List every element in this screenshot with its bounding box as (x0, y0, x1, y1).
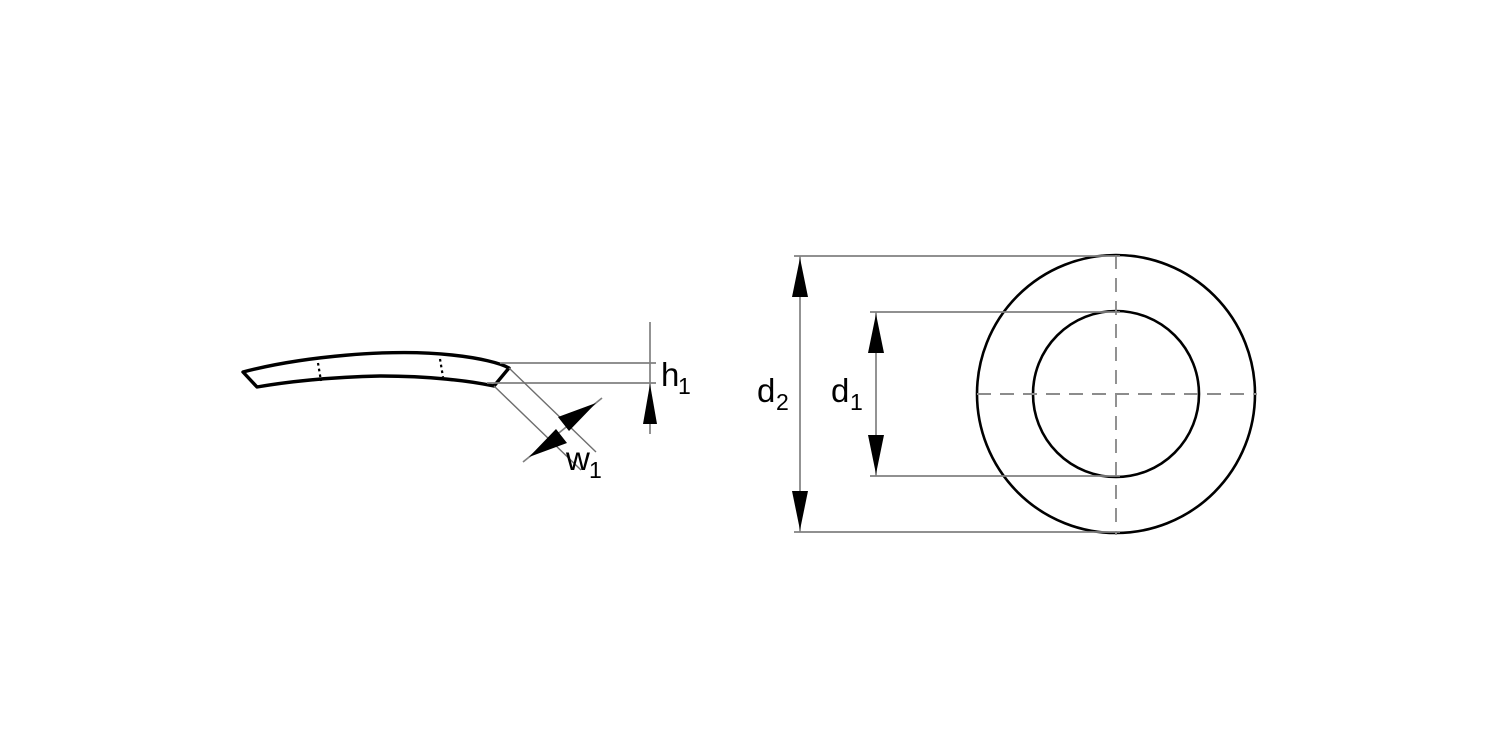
h1-label-symbol: h (661, 356, 679, 393)
h1-label-subscript: 1 (678, 373, 691, 399)
w1-label-symbol: w (565, 440, 590, 477)
h1-label-group: h 1 (661, 356, 691, 399)
d1-label-group: d 1 (831, 372, 863, 415)
d1-label-symbol: d (831, 372, 849, 409)
d2-arrowhead-bottom (792, 491, 808, 530)
d2-label-subscript: 2 (776, 389, 789, 415)
h1-arrowhead (643, 384, 657, 424)
w1-leader-line-lower (493, 385, 582, 471)
d1-arrowhead-bottom (868, 435, 884, 474)
hidden-edge-tick-right (438, 358, 445, 378)
d2-label-group: d 2 (757, 372, 789, 415)
washer-profile-outline (241, 350, 511, 389)
w1-label-group: w 1 (565, 440, 602, 483)
d2-label-symbol: d (757, 372, 775, 409)
w1-arrowhead-lower-left (529, 429, 567, 457)
side-view-group: h 1 w 1 (241, 322, 691, 483)
w1-arrowhead-upper-right (558, 403, 596, 431)
plan-view-group: d 2 d 1 (757, 253, 1257, 535)
w1-leader-line-upper (508, 367, 597, 453)
d1-arrowhead-top (868, 314, 884, 353)
d2-arrowhead-top (792, 258, 808, 297)
d1-label-subscript: 1 (850, 389, 863, 415)
w1-label-subscript: 1 (589, 457, 602, 483)
